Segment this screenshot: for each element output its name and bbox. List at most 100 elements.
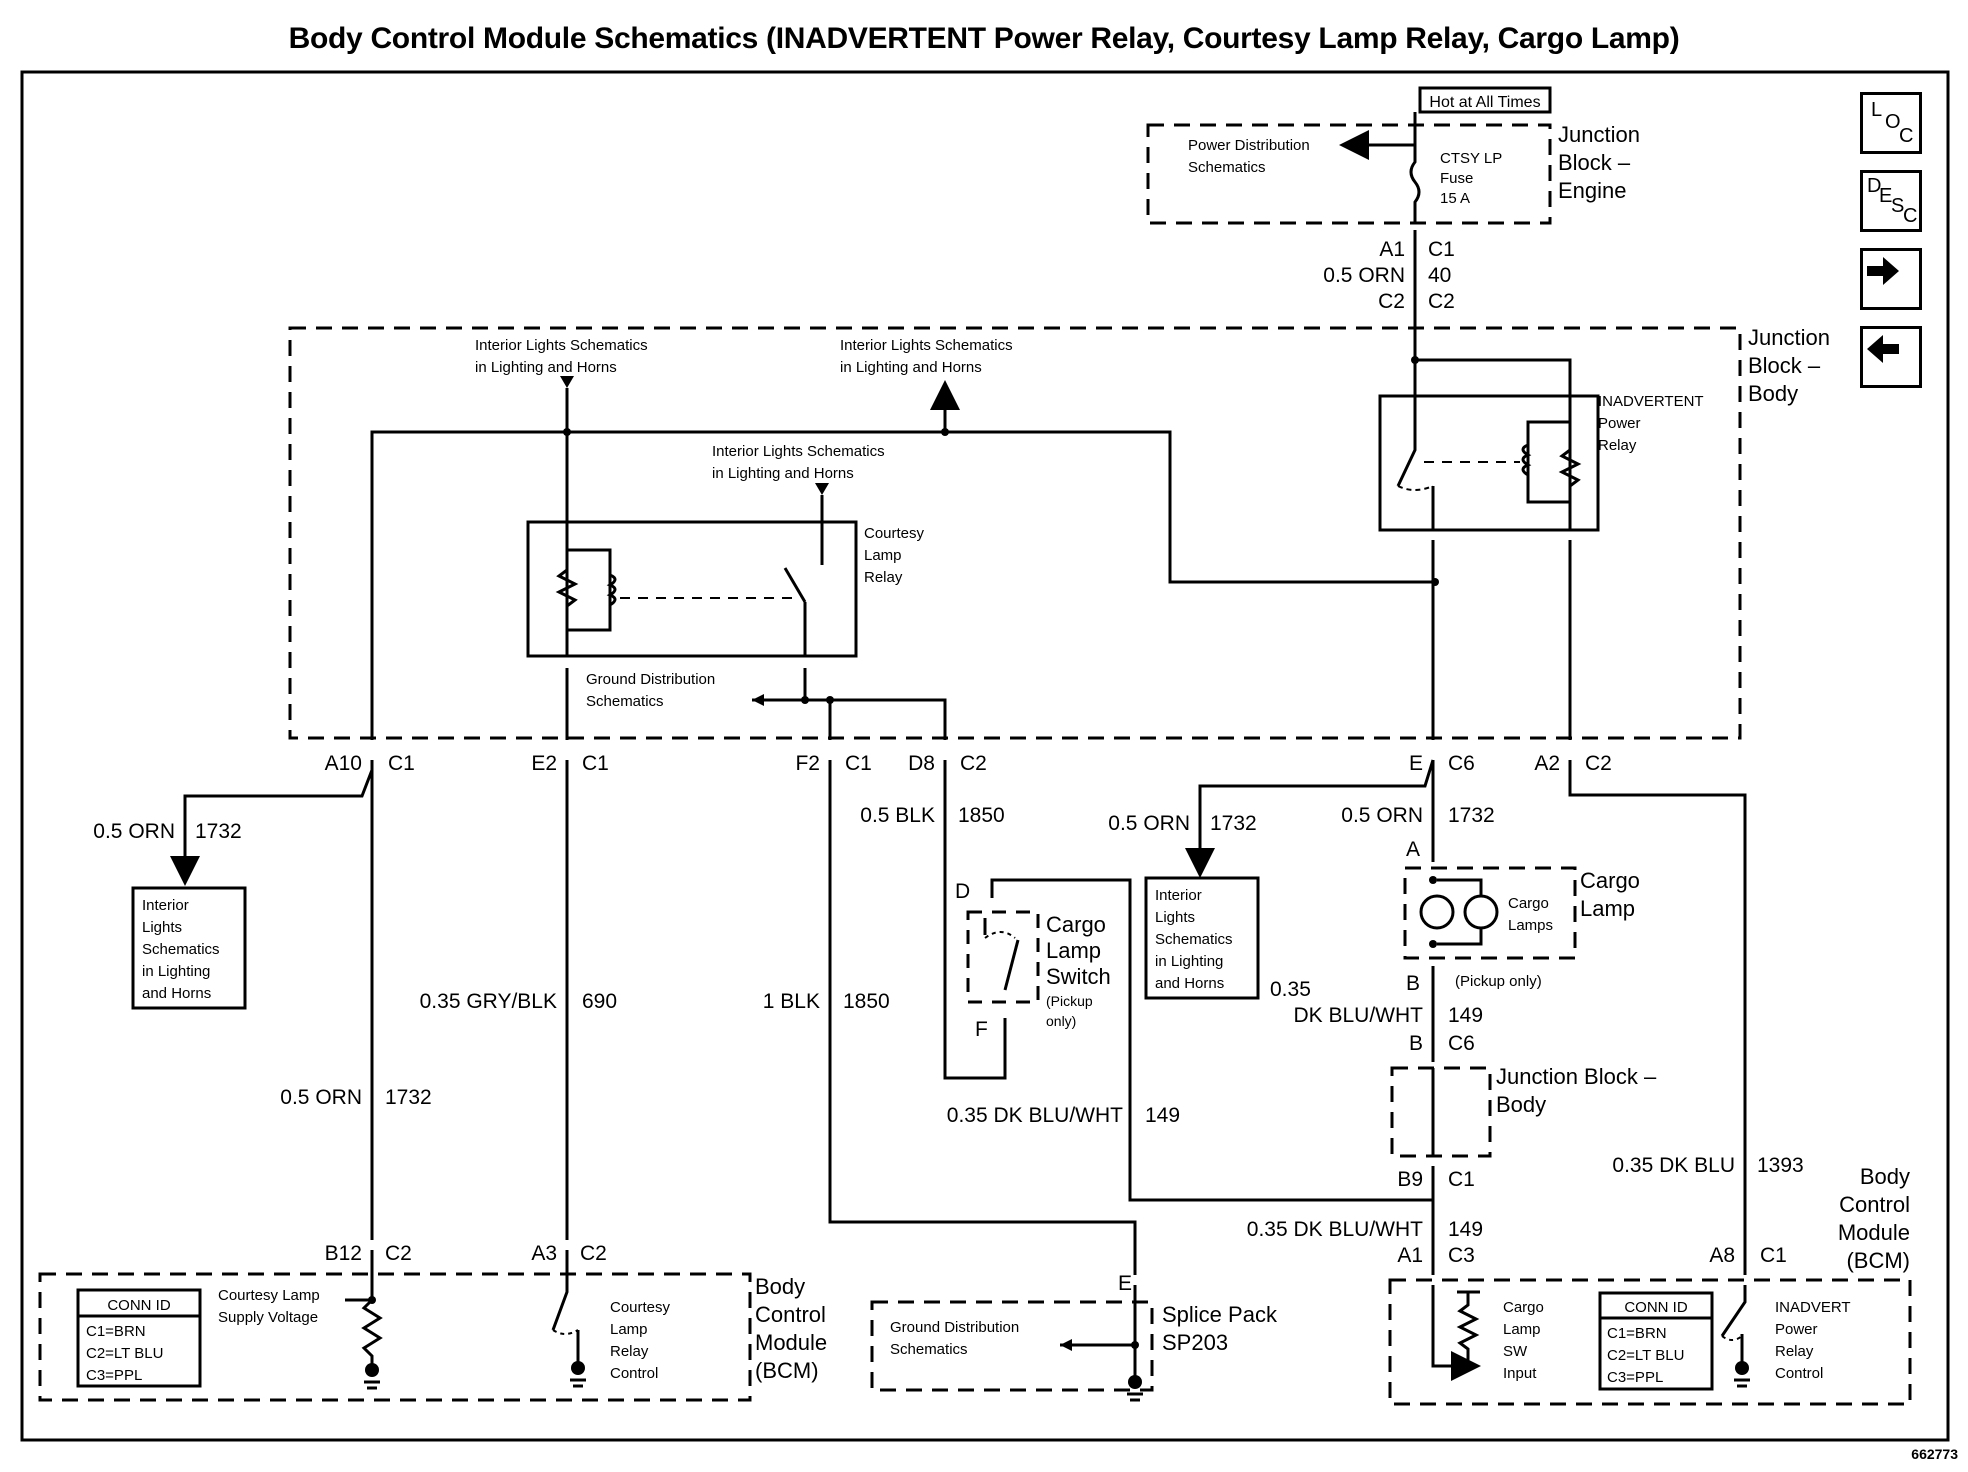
interior-ref-2: Interior Lights Schematics [840, 337, 1013, 354]
bcm-right-name-3: Module [1838, 1220, 1910, 1245]
conn-id-row-right-1: C1=BRN [1607, 1325, 1667, 1342]
interior-ref-1-2: in Lighting and Horns [475, 359, 617, 376]
cargo-lamp-conn-b: B [1409, 1032, 1423, 1055]
cargo-sw-input-label-3: SW [1503, 1343, 1528, 1360]
interior-ref-right-4: in Lighting [1155, 953, 1223, 970]
junction-block-body-box [288, 326, 1742, 740]
conn-c2-left: C2 [1378, 290, 1405, 313]
conn-id-row-right-2: C2=LT BLU [1607, 1347, 1684, 1364]
interior-ref-2-2: in Lighting and Horns [840, 359, 982, 376]
bcm-relay-control-switch [551, 1250, 569, 1331]
cargo-lamp-bulb-1 [1419, 894, 1455, 930]
cargo-lamp-conn-c6: C6 [1448, 1032, 1475, 1055]
supply-label: Courtesy Lamp [218, 1287, 320, 1304]
conn-f2: F2 [795, 752, 820, 775]
interior-ref-right-3: Schematics [1155, 931, 1233, 948]
conn-f2-c1: C1 [845, 752, 872, 775]
jb-body-lower-name-2: Body [1496, 1092, 1546, 1117]
interior-ref-right-1: Interior [1155, 887, 1202, 904]
relay-control-label-4: Control [610, 1365, 658, 1382]
inadvert-control-label: INADVERT [1775, 1299, 1851, 1316]
figure-id: 662773 [1911, 1446, 1958, 1462]
cargo-sw-input-label: Cargo [1503, 1299, 1544, 1316]
courtesy-relay-label-2: Lamp [864, 547, 902, 564]
desc-letter-d: D [1867, 175, 1882, 197]
loc-button[interactable]: L O C [1860, 92, 1922, 154]
cargo-lamp-switch-box [966, 910, 1040, 1004]
wire-149-switch-circuit: 149 [1145, 1104, 1180, 1127]
outer-frame [20, 70, 1950, 1442]
wire-1850-f2-color: 1 BLK [763, 990, 820, 1013]
supply-wire [345, 1250, 374, 1302]
desc-letter-c: C [1903, 205, 1918, 227]
cargo-lamp-pin-b: B [1406, 972, 1420, 995]
next-button[interactable] [1860, 248, 1922, 310]
ground-dist-label-2: Schematics [586, 693, 664, 710]
junction-block-body-lower-box [1390, 1066, 1492, 1158]
conn-id-table-right [1598, 1291, 1714, 1391]
courtesy-coil-loop [567, 548, 612, 632]
courtesy-relay-label-3: Relay [864, 569, 903, 586]
relay-control-label-2: Lamp [610, 1321, 648, 1338]
conn-id-table-left [76, 1288, 202, 1388]
fuse-name: CTSY LP [1440, 150, 1502, 167]
cargo-switch-name-2: Lamp [1046, 938, 1101, 963]
conn-id-header-left: CONN ID [107, 1297, 171, 1314]
cargo-lamp-name-2: Lamp [1580, 896, 1635, 921]
conn-c2-right: C2 [1428, 290, 1455, 313]
conn-e2: E2 [531, 752, 557, 775]
cargo-lamp-bulb-2 [1463, 894, 1499, 930]
inadvertent-relay-label-3: Relay [1598, 437, 1637, 454]
junction-block-engine-box [1146, 123, 1552, 225]
inadvertent-switch-blade [1396, 396, 1417, 487]
inadvertent-relay-label: INADVERTENT [1598, 393, 1704, 410]
wire-149-switch-loop [990, 878, 1432, 1202]
splice-pack-box [870, 1300, 1154, 1392]
fuse-type: Fuse [1440, 170, 1473, 187]
loc-letter-c: C [1899, 125, 1914, 147]
courtesy-coil [606, 573, 617, 607]
cargo-lamp-name: Cargo [1580, 868, 1640, 893]
ground-dist-label: Ground Distribution [586, 671, 715, 688]
ground-dist-arrowhead [752, 694, 764, 706]
switch-pin-f: F [975, 1018, 988, 1041]
interior-ref-left-3: Schematics [142, 941, 220, 958]
interior-ref-left-2: Lights [142, 919, 182, 936]
inadvert-control-label-4: Control [1775, 1365, 1823, 1382]
power-dist-label-2: Schematics [1188, 159, 1266, 176]
wire-40-color: 0.5 ORN [1323, 264, 1405, 287]
jb-engine-name-2: Block – [1558, 150, 1631, 175]
wire-1732-branch-left [170, 769, 374, 886]
interior-ref-left-1: Interior [142, 897, 189, 914]
wire-1850-f2-circuit: 1850 [843, 990, 890, 1013]
conn-a3: A3 [531, 1242, 557, 1265]
inadvertent-feed [1413, 330, 1572, 396]
bcm-right-name: Body [1860, 1164, 1910, 1189]
desc-button[interactable]: D E S C [1860, 170, 1922, 232]
jb-body-name-3: Body [1748, 381, 1798, 406]
wire-149-switch-color: 0.35 DK BLU/WHT [947, 1104, 1123, 1127]
conn-a2-c2: C2 [1585, 752, 1612, 775]
conn-a10-c1: C1 [388, 752, 415, 775]
interior-ref-3: Interior Lights Schematics [712, 443, 885, 460]
conn-id-header-right: CONN ID [1624, 1299, 1688, 1316]
conn-id-row-left-2: C2=LT BLU [86, 1345, 163, 1362]
courtesy-resistor [555, 568, 579, 608]
conn-b9-c1: C1 [1448, 1168, 1475, 1191]
conn-id-row-right-3: C3=PPL [1607, 1369, 1663, 1386]
wire-149-upper-gauge: 0.35 [1270, 978, 1311, 1001]
cargo-switch-note: (Pickup [1046, 993, 1093, 1009]
cargo-lamp-pin-a: A [1406, 838, 1420, 861]
jb-engine-name: Junction [1558, 122, 1640, 147]
cargo-sw-input-label-4: Input [1503, 1365, 1537, 1382]
wire-1732-mid-circuit: 1732 [385, 1086, 432, 1109]
cargo-sw-input-wire [1431, 1285, 1481, 1381]
conn-a8-c1: C1 [1760, 1244, 1787, 1267]
interior-ref-3-arrowhead [815, 483, 829, 495]
bcm-right-name-4: (BCM) [1846, 1248, 1910, 1273]
splice-pack-name: Splice Pack [1162, 1302, 1278, 1327]
loc-letter-o: O [1885, 111, 1901, 133]
cargo-lamps-label-2: Lamps [1508, 917, 1553, 934]
previous-button[interactable] [1860, 326, 1922, 388]
interior-ref-left-5: and Horns [142, 985, 211, 1002]
